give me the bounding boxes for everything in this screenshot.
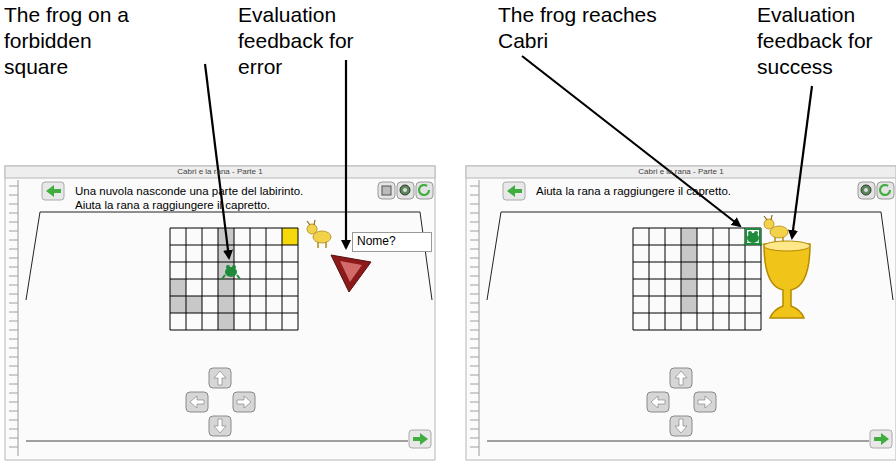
goat-cabri bbox=[307, 220, 331, 248]
annotation: The frog on a forbidden square bbox=[4, 2, 154, 80]
annotation: Evaluation feedback for success bbox=[757, 2, 891, 80]
leader-arrow bbox=[792, 86, 812, 238]
maze-grid bbox=[170, 228, 298, 330]
window-title: Cabri e la rana - Parte 1 bbox=[5, 167, 435, 177]
success-cup bbox=[764, 241, 810, 318]
error-feedback bbox=[331, 255, 371, 292]
instruction-text: Aiuta la rana a raggiungere il capretto. bbox=[536, 184, 836, 198]
instruction-text: Una nuvola nasconde una parte del labiri… bbox=[75, 184, 330, 213]
window-title: Cabri e la rana - Parte 1 bbox=[466, 167, 896, 177]
name-field: Nome? bbox=[357, 234, 396, 249]
annotation: Evaluation feedback for error bbox=[238, 2, 378, 80]
leader-arrow bbox=[205, 64, 229, 258]
leader-arrow bbox=[345, 60, 347, 248]
app-window bbox=[5, 166, 435, 460]
maze-grid bbox=[633, 228, 761, 330]
frog bbox=[744, 231, 762, 245]
app-screen: Cabri e la rana - Parte 1 Una nuvola nasc… bbox=[5, 166, 435, 460]
goat-cabri bbox=[764, 215, 788, 243]
input-box: Nome? bbox=[352, 232, 432, 252]
annotation: The frog reaches Cabri bbox=[498, 2, 658, 54]
app-screen: Cabri e la rana - Parte 1 Aiuta la rana a… bbox=[466, 166, 896, 460]
app-window bbox=[466, 166, 896, 460]
frog bbox=[222, 265, 240, 279]
leader-arrow bbox=[522, 56, 740, 226]
